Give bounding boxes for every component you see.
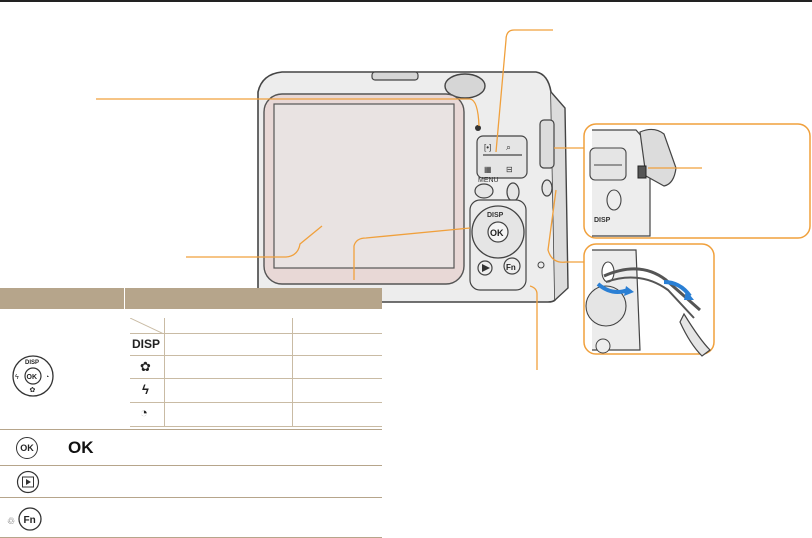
ok-button-icon: OK <box>16 437 38 459</box>
subtable-corner-diagonal <box>130 318 164 334</box>
navigation-dial-icon: OK DISP ϟ ◔ ✿ <box>12 355 54 397</box>
header-divider <box>124 288 125 309</box>
callout-lines <box>96 29 702 370</box>
subtable-vline <box>292 318 293 426</box>
row-divider <box>0 465 382 466</box>
svg-text:♲: ♲ <box>7 516 15 526</box>
row-divider <box>0 429 382 430</box>
camera-body: [•] ⌕ ▦ ⊟ MENU OK DISP Fn <box>257 71 569 303</box>
status-lamp <box>475 125 481 131</box>
svg-text:◔: ◔ <box>45 374 49 381</box>
zoom-rocker <box>476 135 528 179</box>
table-header <box>0 288 382 309</box>
timer-icon: ◔ <box>140 405 148 420</box>
svg-text:✿: ✿ <box>30 387 36 394</box>
subtable-line <box>130 355 382 356</box>
svg-text:▦: ▦ <box>484 165 492 174</box>
usb-port <box>637 165 647 179</box>
menu-label: MENU <box>478 177 499 184</box>
subtable-line <box>130 426 382 427</box>
macro-icon: ✿ <box>140 359 151 374</box>
svg-text:⊟: ⊟ <box>506 165 513 174</box>
mode-dial <box>444 73 486 99</box>
inset-usb-port: DISP <box>583 123 811 239</box>
inset-strap <box>583 243 715 357</box>
svg-text:Fn: Fn <box>506 263 516 272</box>
top-button <box>371 71 419 81</box>
subrow-disp-label: DISP <box>132 337 161 351</box>
playback-button-icon <box>16 470 40 494</box>
subtable-vline <box>164 318 165 426</box>
svg-text:OK: OK <box>490 228 504 238</box>
svg-text:OK: OK <box>27 374 38 381</box>
usb-cover <box>539 119 555 169</box>
ok-label: OK <box>68 438 94 457</box>
svg-text:DISP: DISP <box>594 217 611 224</box>
flash-icon: ϟ <box>142 382 149 397</box>
top-rule <box>0 0 812 2</box>
svg-text:⌕: ⌕ <box>506 142 511 152</box>
svg-text:ϟ: ϟ <box>15 374 19 381</box>
menu-button <box>474 183 494 199</box>
svg-text:DISP: DISP <box>487 212 504 219</box>
subtable-line <box>130 378 382 379</box>
subtable-line <box>130 333 382 334</box>
fn-button-icon: ♲ Fn <box>7 507 42 531</box>
row-divider <box>0 497 382 498</box>
svg-text:[•]: [•] <box>484 143 491 152</box>
svg-text:Fn: Fn <box>24 515 36 526</box>
ok-center <box>487 221 509 243</box>
svg-text:DISP: DISP <box>25 360 39 366</box>
fn-button <box>503 257 521 275</box>
subtable-line <box>130 402 382 403</box>
